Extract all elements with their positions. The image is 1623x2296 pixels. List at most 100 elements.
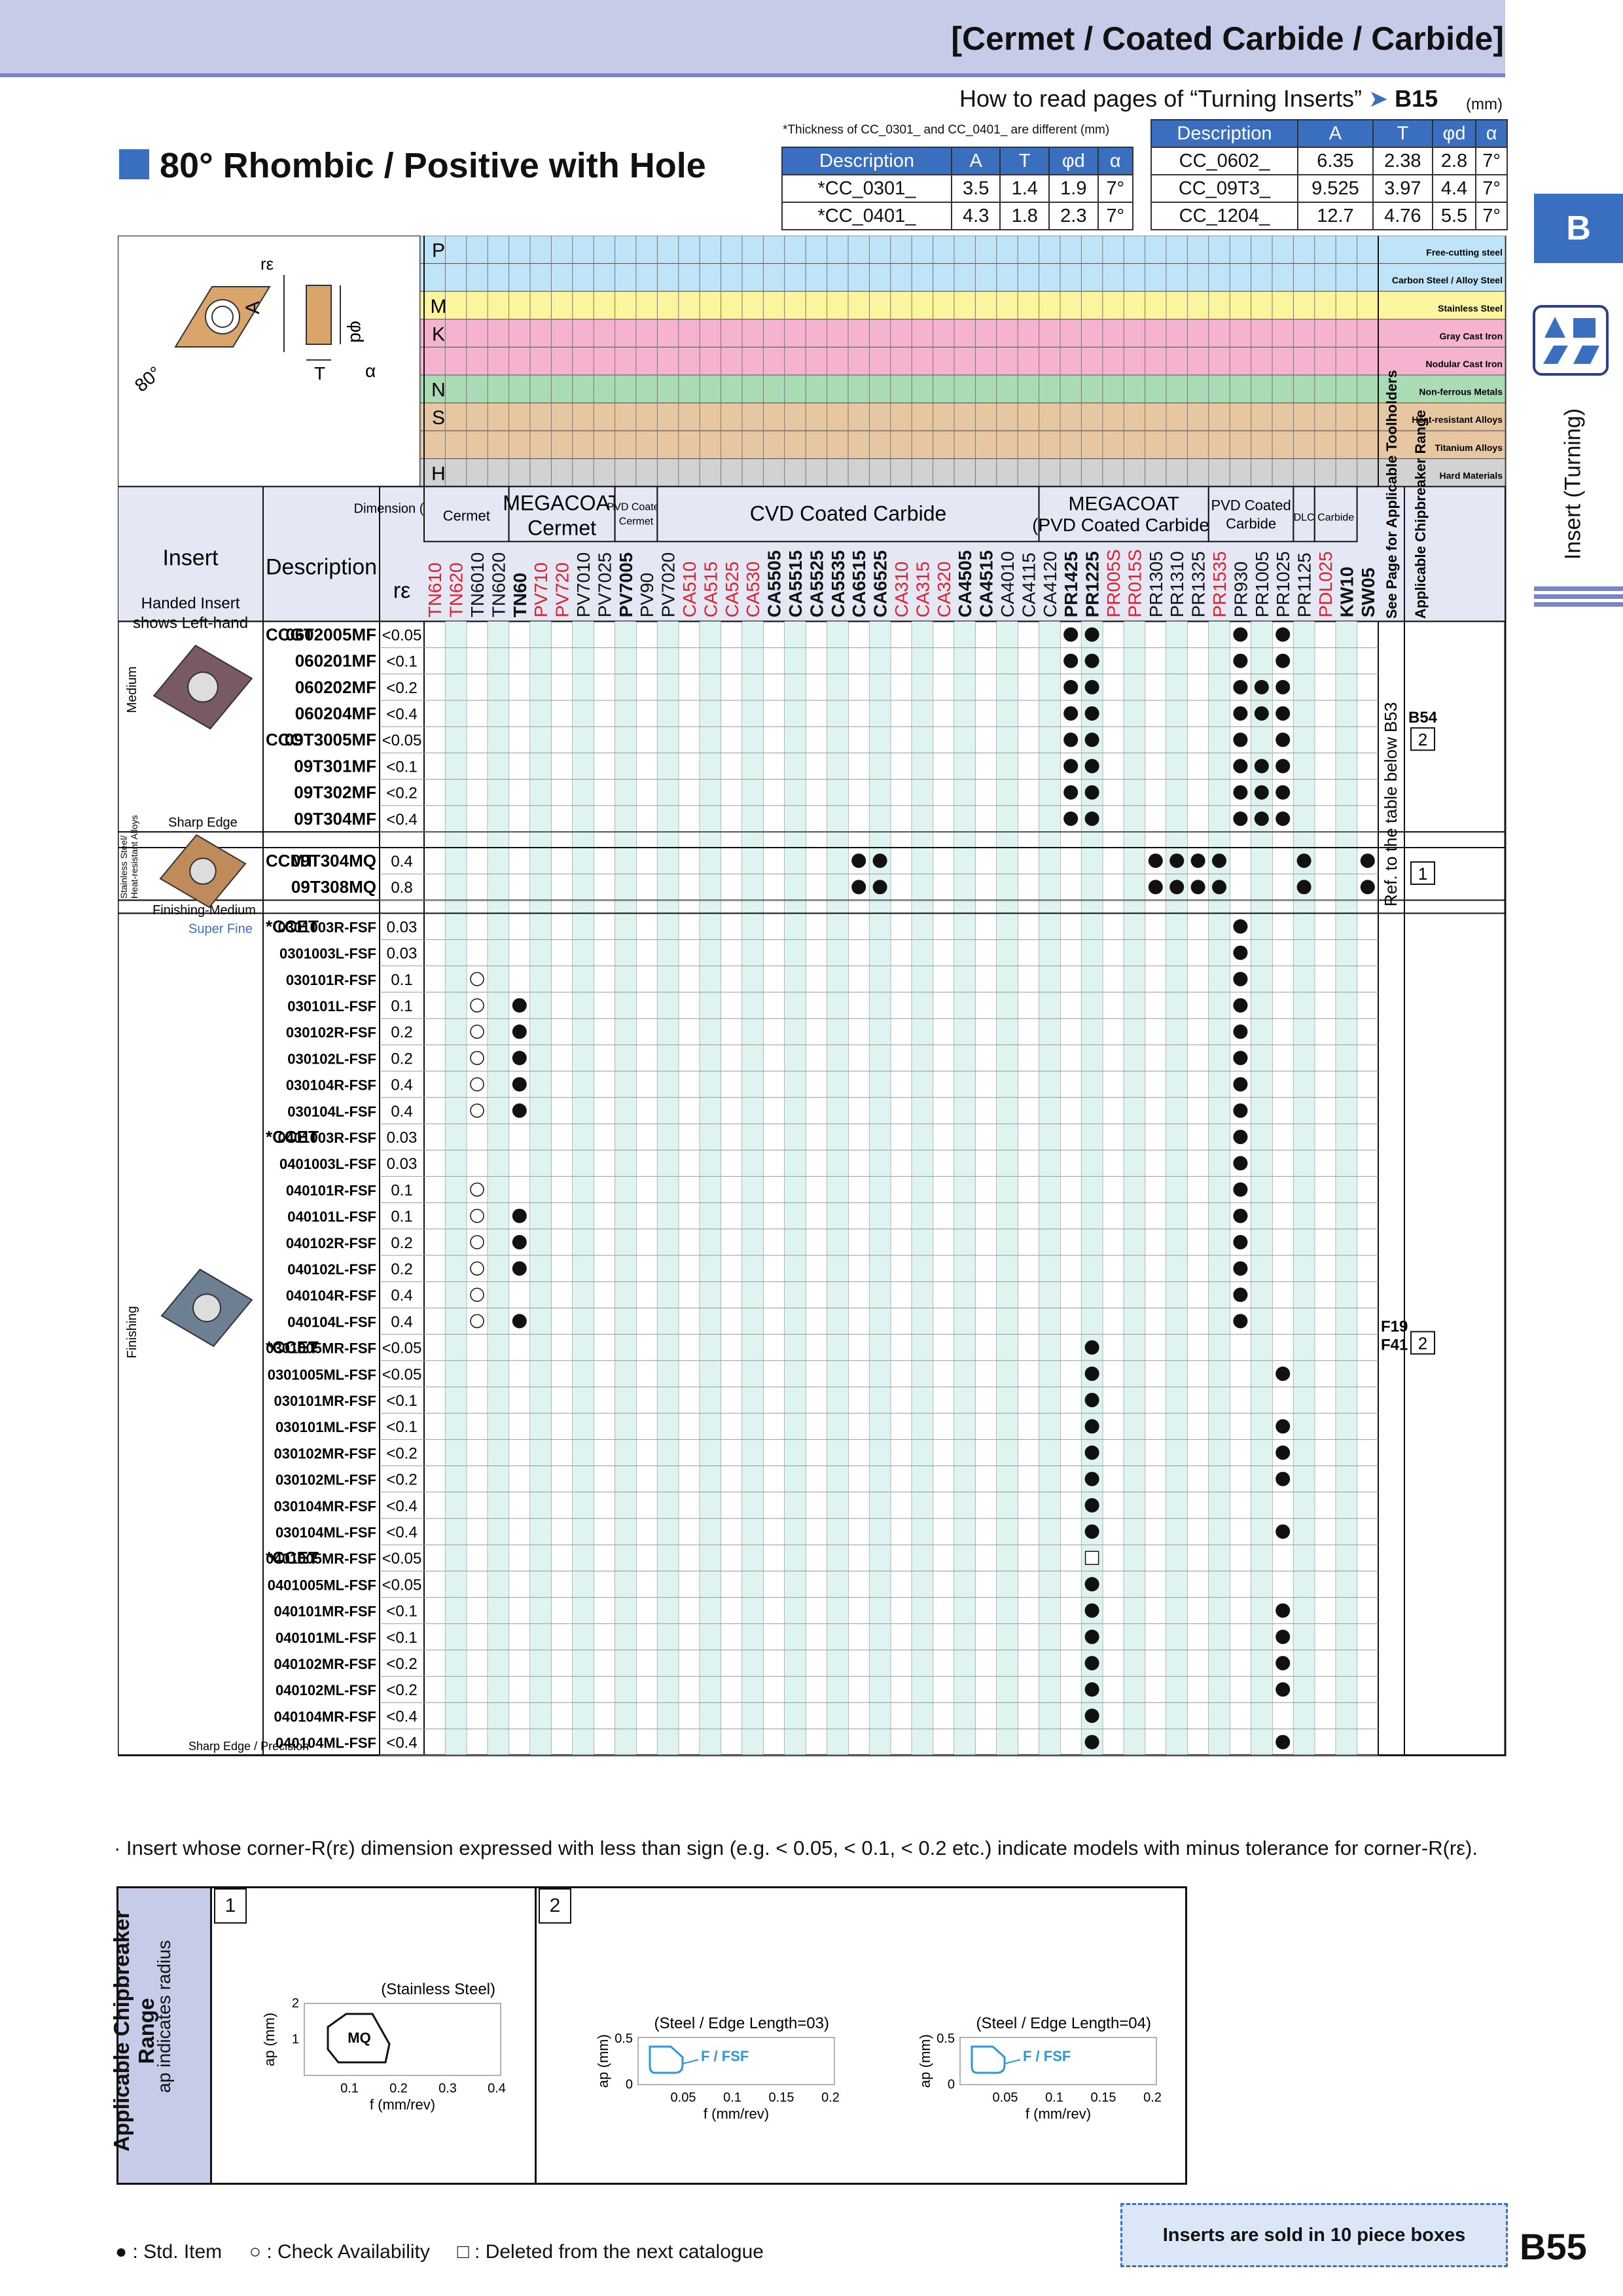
material-code: P bbox=[432, 240, 445, 262]
std-item-dot bbox=[512, 1103, 527, 1118]
insert-desc: 030104MR-FSF bbox=[274, 1498, 376, 1515]
insert-shapes-icon bbox=[1533, 305, 1609, 376]
std-item-dot bbox=[1254, 811, 1269, 826]
insert-desc: 040101L-FSF bbox=[287, 1209, 376, 1225]
insert-desc: 030101L-FSF bbox=[287, 998, 376, 1014]
corner-radius: <0.05 bbox=[382, 732, 422, 749]
section-tab-b[interactable]: B bbox=[1534, 194, 1623, 263]
section-label: Medium bbox=[125, 666, 139, 713]
corner-radius: <0.1 bbox=[386, 1418, 417, 1436]
insert-desc: 030102MR-FSF bbox=[274, 1445, 376, 1462]
material-label: Titanium Alloys bbox=[1435, 442, 1503, 453]
dim-header: φd bbox=[1431, 119, 1477, 148]
std-item-dot bbox=[1233, 706, 1248, 721]
std-item-dot bbox=[512, 1077, 527, 1092]
check-availability-dot bbox=[470, 1235, 484, 1249]
std-item-dot bbox=[1084, 1577, 1099, 1592]
grade-name: CA4515 bbox=[976, 550, 997, 618]
std-item-dot bbox=[1063, 627, 1079, 642]
insert-desc: 09T304MF bbox=[294, 809, 376, 829]
grade-name: KW10 bbox=[1336, 567, 1357, 618]
howto-link[interactable]: How to read pages of “Turning Inserts” ➤… bbox=[959, 85, 1438, 113]
std-item-dot bbox=[1212, 880, 1226, 895]
corner-radius: 0.1 bbox=[391, 971, 412, 989]
dim-cell: 7° bbox=[1475, 147, 1508, 175]
dim-cell: 9.525 bbox=[1296, 174, 1374, 203]
graph-ytick: 0 bbox=[948, 2077, 955, 2092]
chipbreaker-box-1: 1 bbox=[214, 1888, 247, 1924]
dim-header: A bbox=[950, 147, 1001, 175]
std-item-dot bbox=[1169, 853, 1185, 869]
section-label: Heat-resistant Alloys bbox=[129, 815, 139, 899]
dim-cell: *CC_0401_ bbox=[781, 202, 952, 230]
group-header: MEGACOAT bbox=[1068, 493, 1179, 514]
dim-header: φd bbox=[1048, 147, 1099, 175]
insert-header: Insert bbox=[162, 545, 219, 570]
insert-desc: 0301003L-FSF bbox=[279, 946, 376, 962]
graph-xtick: 0.15 bbox=[769, 2090, 794, 2105]
std-item-dot bbox=[872, 880, 887, 895]
insert-desc: 0401005MR-FSF bbox=[266, 1551, 376, 1567]
dim-cell: 6.35 bbox=[1296, 147, 1374, 175]
std-item-dot bbox=[1233, 998, 1248, 1013]
std-item-dot bbox=[1063, 759, 1079, 774]
section-tag: Super Fine bbox=[188, 922, 253, 936]
section-label: Stainless Steel/ bbox=[118, 835, 129, 899]
side-section-label: Insert (Turning) bbox=[1560, 408, 1586, 560]
corner-radius: <0.1 bbox=[386, 758, 417, 776]
fsf-region bbox=[971, 2045, 1006, 2074]
corner-radius: 0.03 bbox=[387, 945, 418, 963]
corner-radius: 0.03 bbox=[387, 1129, 418, 1147]
std-item-dot bbox=[512, 1208, 527, 1223]
std-item-dot bbox=[1275, 679, 1291, 694]
dim-header: Description bbox=[781, 147, 952, 175]
corner-radius: <0.2 bbox=[386, 1444, 417, 1462]
corner-radius: <0.4 bbox=[386, 811, 417, 829]
std-item-dot bbox=[1254, 706, 1269, 721]
insert-hole bbox=[205, 299, 240, 334]
std-item-dot bbox=[1084, 759, 1099, 774]
desc-prefix: *CCET bbox=[266, 1338, 319, 1357]
insert-image-finishing-medium bbox=[159, 834, 247, 908]
fsf-region bbox=[649, 2045, 684, 2074]
insert-desc: 030104ML-FSF bbox=[276, 1524, 376, 1541]
footnote: · Insert whose corner-R(rε) dimension ex… bbox=[114, 1837, 1478, 1859]
dim-cell: 5.5 bbox=[1431, 202, 1477, 230]
grid-col-fill bbox=[1081, 621, 1103, 1755]
std-item-dot bbox=[1233, 1182, 1248, 1197]
std-item-dot bbox=[1275, 1445, 1291, 1460]
graph-ylabel: ap (mm) bbox=[595, 2034, 611, 2088]
std-item-dot bbox=[1084, 732, 1099, 747]
deleted-item-box bbox=[1084, 1551, 1099, 1566]
material-label: Hard Materials bbox=[1440, 470, 1503, 480]
insert-desc: 030101MR-FSF bbox=[274, 1393, 376, 1409]
graph-xtick: 0.2 bbox=[1143, 2090, 1162, 2105]
std-item-dot bbox=[1148, 880, 1163, 895]
fsf-label: F / FSF bbox=[701, 2048, 749, 2064]
graph-ytick: 1 bbox=[292, 2032, 299, 2047]
std-item-dot bbox=[1212, 853, 1226, 869]
insert-desc: 040104ML-FSF bbox=[276, 1735, 376, 1751]
grid-col-fill bbox=[1336, 621, 1357, 1755]
corner-radius: 0.1 bbox=[391, 1208, 412, 1226]
std-item-dot bbox=[1084, 653, 1099, 668]
grid-col-fill bbox=[912, 621, 933, 1755]
check-availability-dot bbox=[470, 1077, 484, 1092]
grid-col-fill bbox=[742, 621, 764, 1755]
grade-name: TN60 bbox=[510, 573, 530, 617]
grade-name: CA4010 bbox=[997, 551, 1018, 617]
grade-name: CA530 bbox=[743, 562, 763, 618]
fsf-pointer bbox=[1004, 2059, 1021, 2064]
insert-desc: 040102L-FSF bbox=[287, 1261, 376, 1278]
insert-desc: 030102L-FSF bbox=[287, 1050, 376, 1067]
grid-col-fill bbox=[530, 621, 552, 1755]
insert-image-medium bbox=[152, 644, 253, 730]
grade-name: CA310 bbox=[891, 562, 912, 618]
insert-hole-inner bbox=[211, 306, 234, 328]
diagram-cell bbox=[118, 236, 421, 488]
ref-text: Ref. to the table below B53 bbox=[1381, 702, 1400, 906]
section-label: Finishing bbox=[125, 1306, 139, 1358]
insert-desc: 030101ML-FSF bbox=[276, 1419, 376, 1435]
